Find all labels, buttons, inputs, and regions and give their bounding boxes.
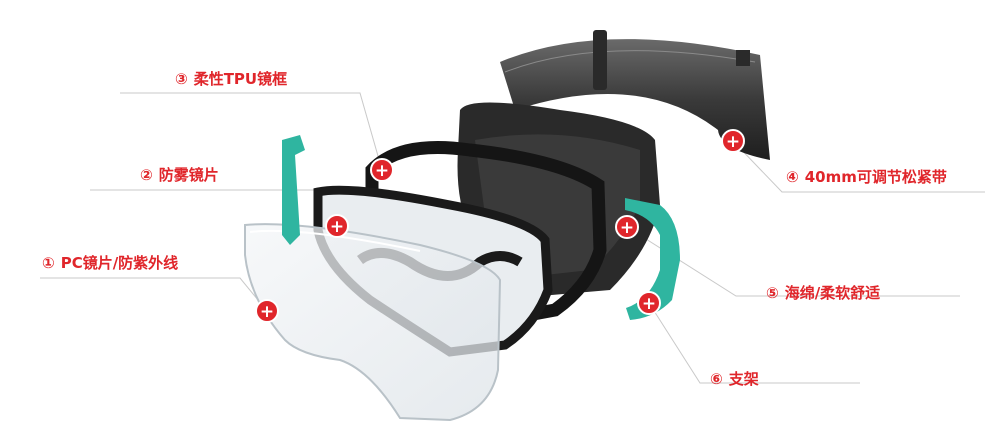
leader-line-3 xyxy=(120,92,383,171)
hotspot-5-plus-icon: + xyxy=(620,218,634,238)
pc-lens xyxy=(244,223,502,422)
callout-6-text: 支架 xyxy=(728,370,759,388)
callout-6-number: ⑥ xyxy=(710,370,723,388)
hotspot-4[interactable]: + xyxy=(721,129,745,153)
callout-5-text: 海绵/柔软舒适 xyxy=(784,284,881,302)
callout-6: ⑥ 支架 xyxy=(710,370,759,388)
hotspot-6-plus-icon: + xyxy=(642,294,656,314)
callout-4-text: 40mm可调节松紧带 xyxy=(804,168,947,186)
hotspot-1[interactable]: + xyxy=(255,299,279,323)
bracket-left xyxy=(282,135,305,245)
bracket-right xyxy=(625,198,680,320)
callout-3: ③ 柔性TPU镜框 xyxy=(175,70,287,88)
callout-2-number: ② xyxy=(140,166,153,184)
hotspot-5[interactable]: + xyxy=(615,215,639,239)
leader-line-6 xyxy=(648,302,860,384)
callout-4-number: ④ xyxy=(786,168,799,186)
callout-3-number: ③ xyxy=(175,70,188,88)
callout-1-number: ① xyxy=(42,254,55,272)
callout-2-text: 防雾镜片 xyxy=(158,166,219,184)
hotspot-6[interactable]: + xyxy=(637,291,661,315)
leader-line-4 xyxy=(732,140,985,193)
callout-3-text: 柔性TPU镜框 xyxy=(193,70,288,88)
strap xyxy=(500,30,770,160)
callout-1-text: PC镜片/防紫外线 xyxy=(60,254,179,272)
callout-5-number: ⑤ xyxy=(766,284,779,302)
hotspot-3[interactable]: + xyxy=(370,158,394,182)
hotspot-2[interactable]: + xyxy=(325,214,349,238)
callout-4: ④ 40mm可调节松紧带 xyxy=(786,168,947,186)
hotspot-2-plus-icon: + xyxy=(330,217,344,237)
hotspot-4-plus-icon: + xyxy=(726,132,740,152)
callout-5: ⑤ 海绵/柔软舒适 xyxy=(766,284,880,302)
callout-2: ② 防雾镜片 xyxy=(140,166,219,184)
callout-1: ① PC镜片/防紫外线 xyxy=(42,254,178,272)
hotspot-1-plus-icon: + xyxy=(260,302,274,322)
hotspot-3-plus-icon: + xyxy=(375,161,389,181)
